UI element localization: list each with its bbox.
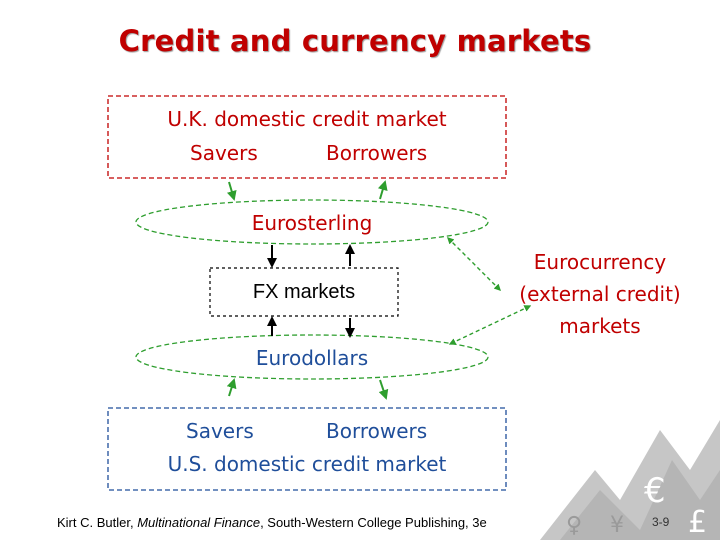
fx-markets-label: FX markets — [252, 281, 356, 303]
currency-mountains-decoration — [540, 420, 720, 540]
eurocurrency-to-eurodollars-arrow — [448, 305, 532, 345]
eurosterling-ellipse — [135, 199, 489, 245]
eurodollars-to-us-borrowers-arrow — [378, 379, 389, 400]
us-market-label: U.S. domestic credit market — [167, 452, 447, 476]
us-savers-to-eurodollars-arrow — [226, 378, 237, 397]
eurocurrency-line-1: Eurocurrency — [533, 250, 667, 274]
eurosterling-label: Eurosterling — [251, 211, 373, 235]
us-borrowers-label: Borrowers — [326, 419, 428, 443]
eurodollars-ellipse — [135, 334, 489, 380]
uk-borrowers-label: Borrowers — [326, 141, 428, 165]
currency-symbol-icons: ♀ — [566, 513, 582, 538]
footer-book-title: Multinational Finance — [137, 515, 261, 530]
footer-author: Kirt C. Butler, — [57, 515, 138, 530]
euro-icon: € — [644, 471, 666, 511]
eurocurrency-line-2: (external credit) — [519, 282, 681, 306]
uk-savers-to-eurosterling-arrow — [226, 181, 237, 201]
uk-savers-label: Savers — [190, 141, 258, 165]
slide-title: Credit and currency markets — [118, 24, 592, 58]
eurodollars-label: Eurodollars — [255, 346, 369, 370]
us-market-box — [107, 407, 507, 491]
page-number: 3-9 — [652, 515, 670, 529]
yen-icon: ¥ — [610, 513, 624, 538]
eurocurrency-line-3: markets — [559, 314, 641, 338]
uk-market-label: U.K. domestic credit market — [167, 107, 447, 131]
fx-markets-box — [209, 267, 399, 317]
eurosterling-to-uk-borrowers-arrow — [377, 180, 388, 200]
us-savers-label: Savers — [186, 419, 254, 443]
eurocurrency-to-eurosterling-arrow — [447, 237, 501, 291]
footer-publisher: , South-Western College Publishing, 3e — [260, 515, 487, 530]
eurocurrency-label: Eurocurrency (external credit) markets — [500, 246, 700, 342]
pound-icon: £ — [688, 505, 707, 540]
footer-citation: Kirt C. Butler, Multinational Finance, S… — [57, 515, 487, 530]
